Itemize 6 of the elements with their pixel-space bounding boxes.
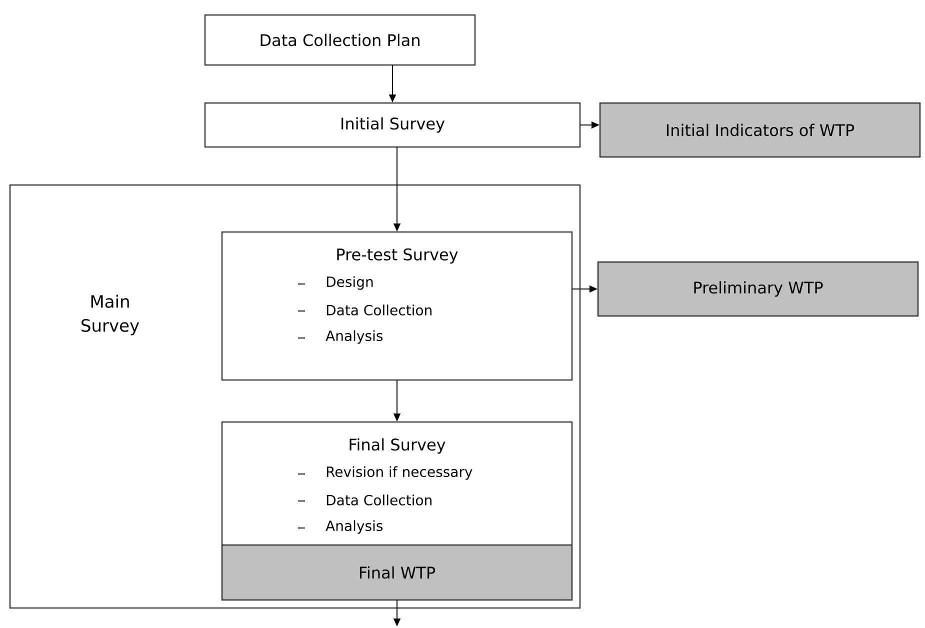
process-box: Data Collection Plan — [204, 14, 476, 66]
output-box: Initial Indicators of WTP — [600, 102, 920, 158]
process-box: Pre-test Survey Design Data Collection Analysis — [222, 232, 572, 380]
process-box: Initial Survey — [204, 102, 580, 148]
output-box: Preliminary WTP — [598, 262, 918, 316]
output-box: Final WTP — [222, 544, 572, 600]
